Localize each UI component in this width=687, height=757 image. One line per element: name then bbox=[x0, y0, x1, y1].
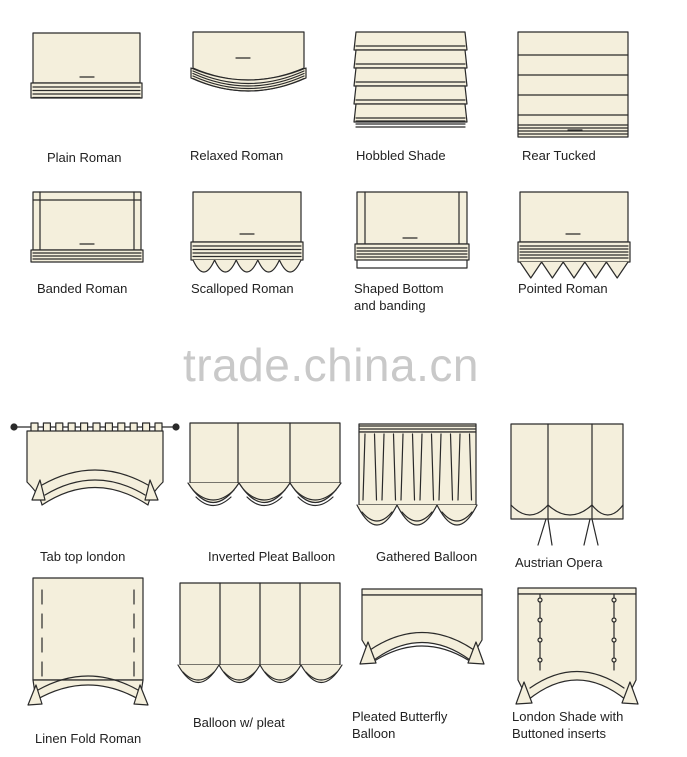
label-linen-fold-roman: Linen Fold Roman bbox=[35, 731, 142, 746]
tab-top-london-shade-icon bbox=[10, 422, 180, 506]
label-rear-tucked: Rear Tucked bbox=[522, 148, 596, 163]
pointed-roman-shade-icon bbox=[517, 191, 631, 279]
rear-tucked-shade-icon bbox=[517, 31, 629, 138]
london-shade-buttoned-inserts-icon bbox=[515, 587, 639, 705]
pleated-butterfly-balloon-shade-icon bbox=[359, 588, 485, 665]
balloon-with-pleat-shade-icon bbox=[177, 582, 343, 683]
scalloped-roman-shade-icon bbox=[190, 191, 304, 273]
watermark-text: trade.china.cn bbox=[183, 339, 479, 391]
label-austrian-opera: Austrian Opera bbox=[515, 555, 603, 570]
austrian-opera-shade-icon bbox=[510, 423, 624, 546]
label-plain-roman: Plain Roman bbox=[47, 150, 122, 165]
label-shaped-bottom: Shaped Bottom and banding bbox=[354, 281, 444, 313]
label-balloon-pleat: Balloon w/ pleat bbox=[193, 715, 285, 730]
label-scalloped-roman: Scalloped Roman bbox=[191, 281, 294, 296]
linen-fold-roman-shade-icon bbox=[27, 577, 149, 706]
hobbled-shade-icon bbox=[353, 31, 468, 128]
shaped-bottom-banding-shade-icon bbox=[354, 191, 470, 269]
label-tab-top-london: Tab top london bbox=[40, 549, 126, 564]
label-london-buttoned: London Shade with Buttoned inserts bbox=[512, 709, 624, 741]
label-gathered-balloon: Gathered Balloon bbox=[376, 549, 478, 564]
plain-roman-shade-icon bbox=[30, 32, 143, 99]
label-pleated-butterfly: Pleated Butterfly Balloon bbox=[352, 709, 448, 741]
banded-roman-shade-icon bbox=[30, 191, 144, 263]
inverted-pleat-balloon-shade-icon bbox=[187, 422, 342, 507]
relaxed-roman-shade-icon bbox=[190, 31, 307, 92]
label-banded-roman: Banded Roman bbox=[37, 281, 128, 296]
label-inverted-pleat: Inverted Pleat Balloon bbox=[208, 549, 336, 564]
label-relaxed-roman: Relaxed Roman bbox=[190, 148, 284, 163]
label-hobbled-shade: Hobbled Shade bbox=[356, 148, 446, 163]
label-pointed-roman: Pointed Roman bbox=[518, 281, 608, 296]
gathered-balloon-shade-icon bbox=[356, 423, 478, 526]
